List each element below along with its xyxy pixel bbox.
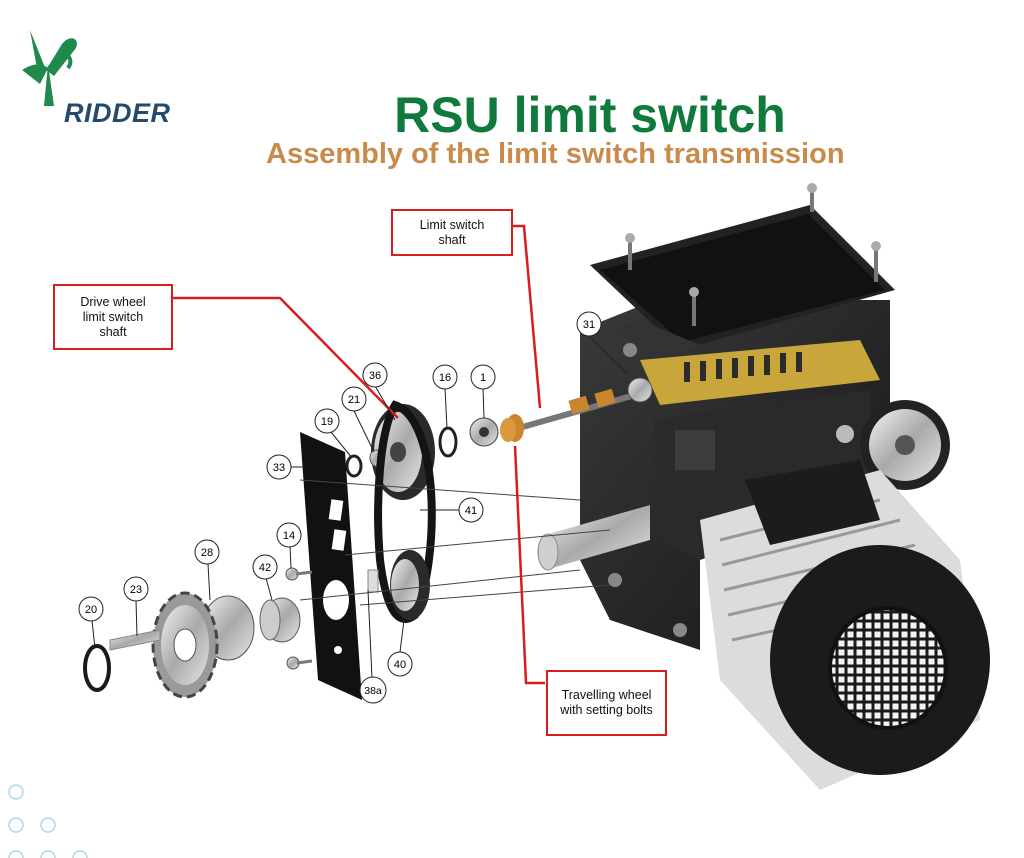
callout-travelling-wheel: Travelling wheel with setting bolts bbox=[546, 670, 667, 736]
part-label-31: 31 bbox=[576, 311, 602, 337]
assembly-guide-lines bbox=[299, 479, 611, 606]
svg-text:16: 16 bbox=[439, 372, 451, 384]
part-label-41: 41 bbox=[458, 497, 484, 523]
callout-limit-switch-shaft: Limit switch shaft bbox=[391, 209, 513, 256]
page-title: RSU limit switch bbox=[394, 87, 786, 143]
svg-text:21: 21 bbox=[348, 394, 360, 406]
svg-text:40: 40 bbox=[394, 659, 406, 671]
svg-text:23: 23 bbox=[130, 584, 142, 596]
svg-text:14: 14 bbox=[283, 530, 295, 542]
terminal-block bbox=[640, 340, 880, 405]
decorative-circles bbox=[8, 784, 88, 858]
output-shaft bbox=[537, 505, 650, 571]
key-23 bbox=[109, 629, 161, 651]
part-label-20: 20 bbox=[78, 596, 104, 622]
part-label-16: 16 bbox=[432, 364, 458, 390]
svg-text:38a: 38a bbox=[364, 685, 382, 697]
part-label-40: 40 bbox=[387, 651, 413, 677]
ridder-logo: RIDDER bbox=[18, 24, 178, 128]
spacer-42 bbox=[259, 597, 301, 643]
svg-text:1: 1 bbox=[480, 372, 486, 384]
motor bbox=[700, 460, 990, 790]
part-label-21: 21 bbox=[341, 386, 367, 412]
part-label-42: 42 bbox=[252, 554, 278, 580]
svg-text:31: 31 bbox=[583, 319, 595, 331]
svg-text:19: 19 bbox=[321, 416, 333, 428]
svg-text:33: 33 bbox=[273, 462, 285, 474]
svg-text:42: 42 bbox=[259, 562, 271, 574]
toothed-belt bbox=[374, 400, 436, 623]
ridder-logo-mark bbox=[22, 30, 77, 106]
ring-19 bbox=[345, 454, 363, 478]
part-label-23: 23 bbox=[123, 576, 149, 602]
bearing-part-1 bbox=[469, 417, 499, 447]
callout-travelling-wheel-text: Travelling wheel with setting bolts bbox=[560, 688, 653, 717]
part-label-33: 33 bbox=[266, 454, 292, 480]
leader-drive-wheel bbox=[173, 296, 399, 419]
page-subtitle: Assembly of the limit switch transmissio… bbox=[266, 138, 845, 170]
bolt-14-lower bbox=[286, 656, 313, 670]
part-label-38a: 38a bbox=[359, 676, 387, 704]
brand-name: RIDDER bbox=[64, 98, 171, 128]
svg-text:20: 20 bbox=[85, 604, 97, 616]
callout-drive-wheel-text: Drive wheel limit switch shaft bbox=[80, 294, 146, 339]
lower-pulley bbox=[390, 550, 430, 620]
leader-limit-switch bbox=[513, 224, 542, 409]
limit-switch-shaft bbox=[504, 377, 653, 435]
callout-limit-switch-shaft-text: Limit switch shaft bbox=[419, 217, 485, 247]
bolt-14-upper bbox=[285, 567, 313, 581]
leader-travelling-wheel bbox=[513, 445, 545, 685]
part-label-1: 1 bbox=[470, 364, 496, 390]
svg-text:28: 28 bbox=[201, 547, 213, 559]
circlip-16 bbox=[438, 426, 458, 458]
key-38a bbox=[367, 569, 379, 593]
travelling-wheel bbox=[500, 414, 524, 442]
svg-text:36: 36 bbox=[369, 370, 381, 382]
output-sprocket bbox=[860, 400, 950, 490]
part-leaders bbox=[91, 335, 629, 679]
callout-drive-wheel: Drive wheel limit switch shaft bbox=[53, 284, 173, 350]
sprocket-28 bbox=[151, 591, 255, 699]
circlip-20 bbox=[83, 644, 111, 692]
cover-lid bbox=[590, 183, 895, 355]
part-label-36: 36 bbox=[362, 362, 388, 388]
part-label-19: 19 bbox=[314, 408, 340, 434]
callout-leaders bbox=[173, 224, 545, 685]
part-label-14: 14 bbox=[276, 522, 302, 548]
part-label-28: 28 bbox=[194, 539, 220, 565]
svg-text:41: 41 bbox=[465, 505, 477, 517]
mounting-plate bbox=[300, 432, 362, 700]
